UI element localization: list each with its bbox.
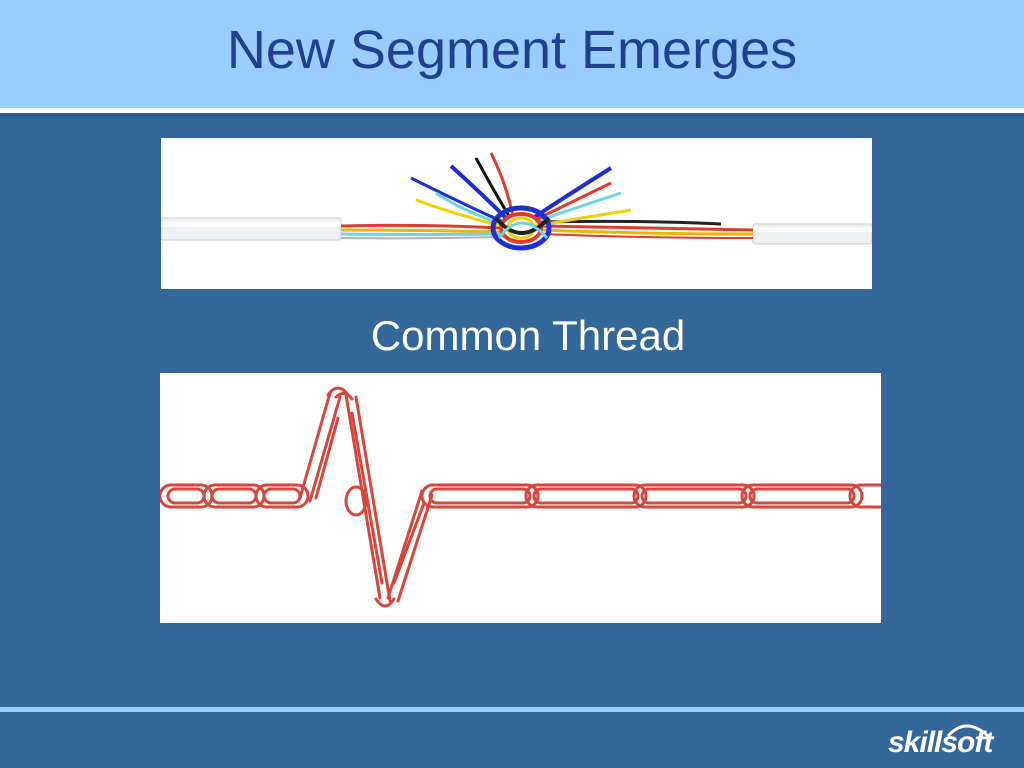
title-divider — [0, 108, 1024, 113]
logo-wordmark: skillsoft — [888, 726, 993, 759]
title-band: New Segment Emerges — [0, 0, 1024, 108]
footer-divider — [0, 707, 1024, 712]
slide-title: New Segment Emerges — [226, 20, 798, 80]
knotted-wires-image — [161, 138, 872, 289]
skillsoft-logo: skillsoft — [888, 718, 1018, 764]
caption-common-thread: Common Thread — [370, 312, 686, 359]
paperclip-heartbeat-image — [160, 373, 881, 623]
title-divider-shadow — [0, 113, 1024, 117]
